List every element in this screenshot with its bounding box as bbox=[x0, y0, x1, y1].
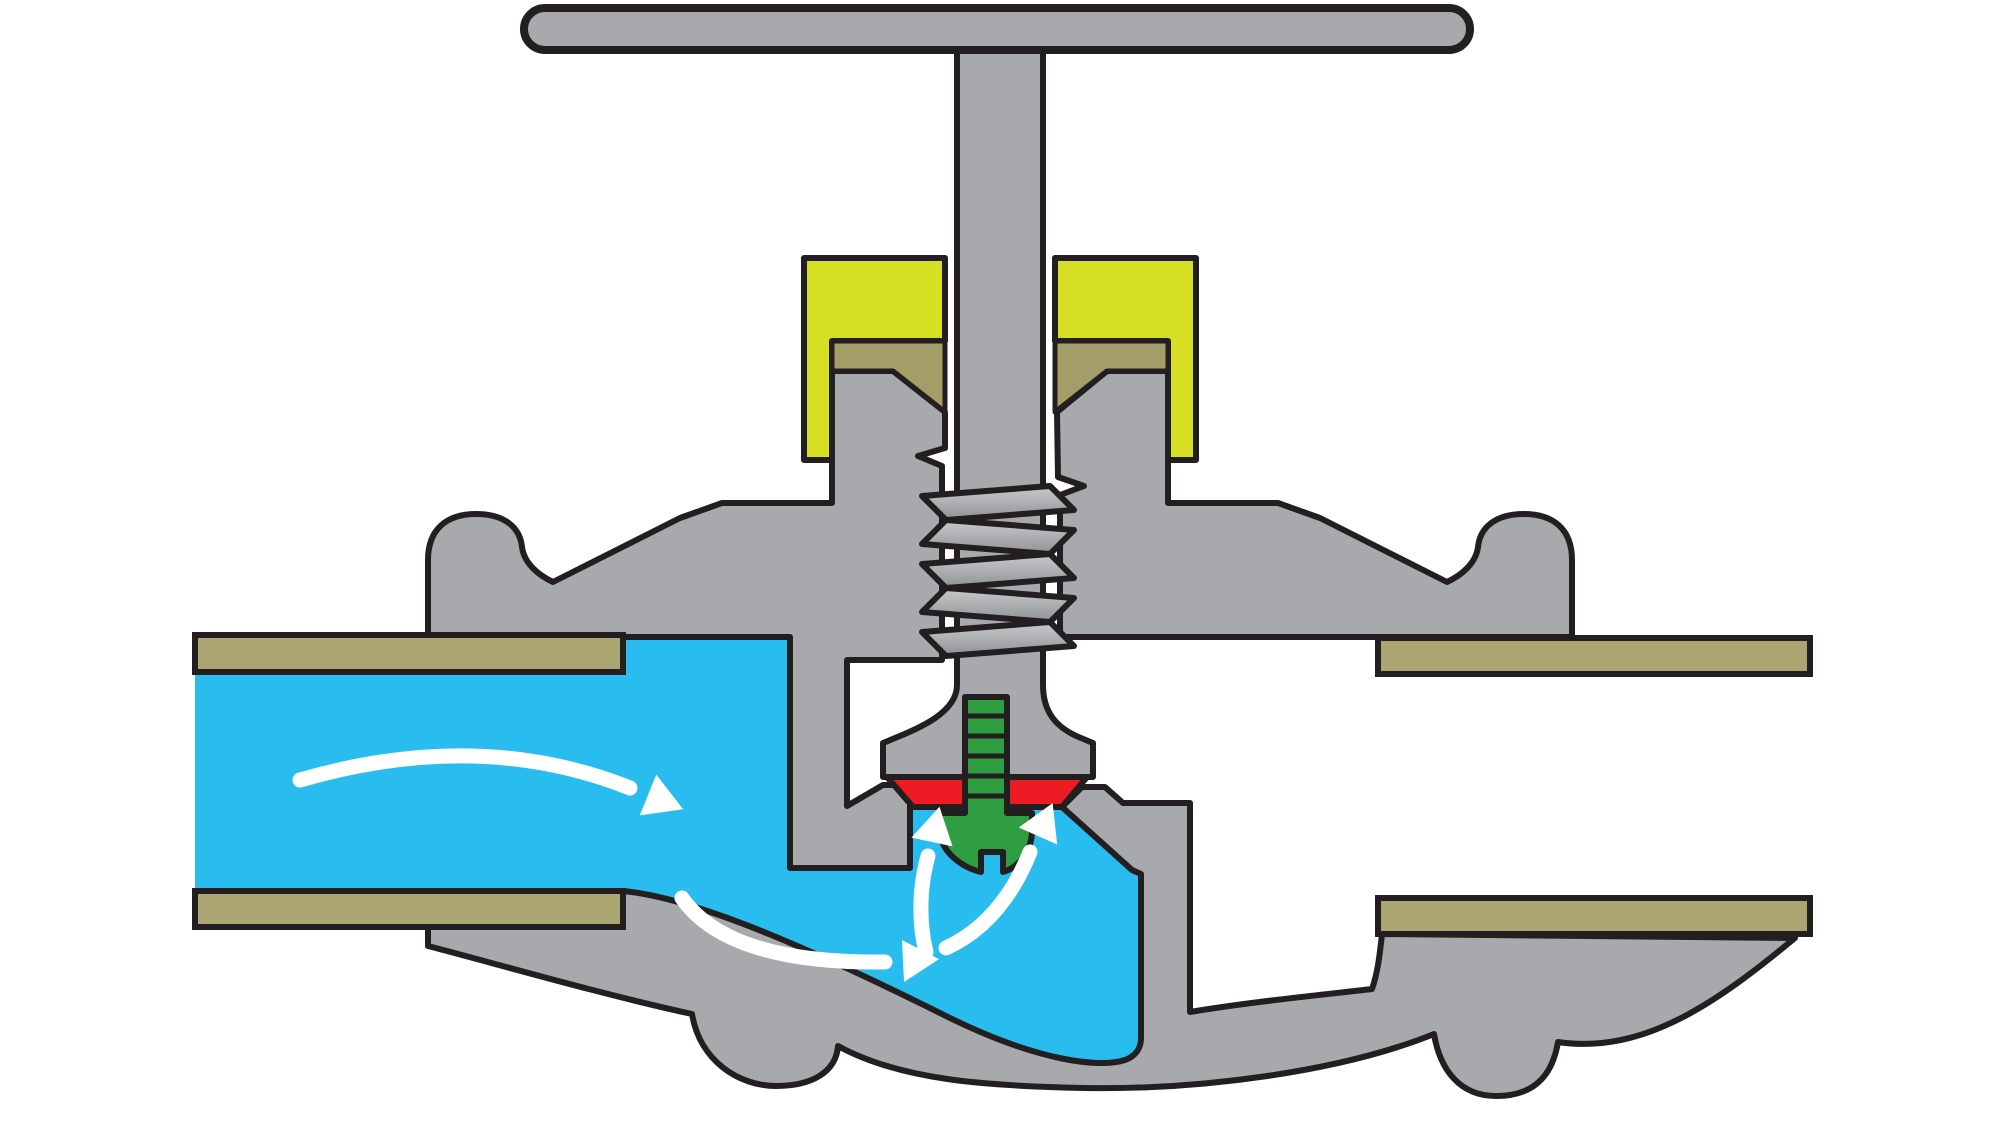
flow-arrowheads bbox=[639, 774, 1058, 982]
disc-screw-thread-lines bbox=[965, 713, 1007, 799]
flow-arrow-up-right bbox=[938, 844, 1038, 956]
packing-seal-right bbox=[1052, 338, 1171, 415]
flow-arrow-up-left bbox=[913, 848, 936, 960]
flow-arrow-bottom bbox=[674, 890, 893, 970]
outlet-pipe-thread-bottom bbox=[1375, 895, 1813, 937]
thread-ridge bbox=[919, 483, 1077, 523]
arrowhead-bottom bbox=[901, 940, 939, 982]
inlet-pipe-thread-bottom bbox=[192, 888, 626, 930]
thread-ridge bbox=[919, 619, 1077, 659]
thread-ridge bbox=[919, 551, 1077, 591]
valve-body-left bbox=[425, 368, 948, 871]
outlet-pipe-thread-top bbox=[1375, 635, 1813, 677]
stem-threads bbox=[919, 483, 1077, 659]
packing-seal-left bbox=[829, 338, 948, 415]
handwheel bbox=[520, 4, 1474, 54]
arrowhead-inlet bbox=[639, 774, 684, 816]
arrowhead-up-right bbox=[1018, 803, 1058, 845]
inlet-pipe-thread-top bbox=[192, 632, 626, 675]
arrowhead-up-left bbox=[911, 806, 953, 847]
thread-ridge bbox=[919, 517, 1077, 557]
thread-ridge bbox=[919, 585, 1077, 625]
flow-arrow-inlet bbox=[292, 748, 638, 796]
valve-body-right bbox=[1054, 368, 1575, 640]
flow-arrows bbox=[292, 748, 1038, 970]
